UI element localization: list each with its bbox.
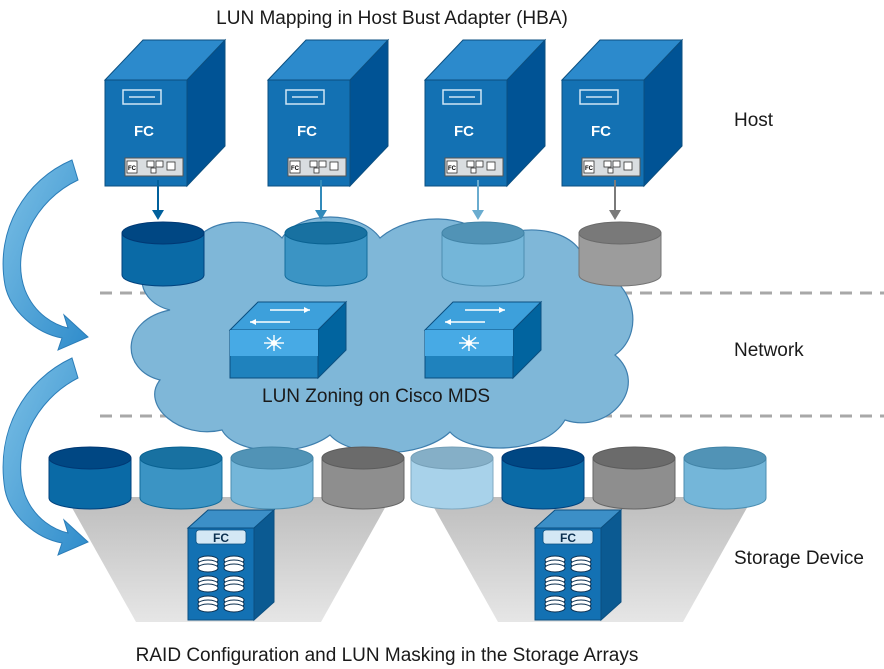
cabinet-disk-platter (197, 563, 219, 573)
hba-chip (470, 167, 477, 174)
hba-chip (150, 167, 157, 174)
cabinet-disk-platter (570, 583, 592, 593)
hba-card-label: FC (448, 166, 457, 172)
hba-chip (329, 161, 339, 171)
mapping-arrowhead (315, 210, 327, 220)
hba-chip (475, 160, 484, 168)
host-lun-disk (441, 221, 525, 287)
mapping-arrowhead (152, 210, 164, 220)
array-disk (321, 446, 405, 510)
array-disk (230, 446, 314, 510)
mapping-arrowhead (609, 210, 621, 220)
mapping-arrowhead (472, 210, 484, 220)
cabinet-disk-platter (544, 583, 566, 593)
flow-arrow-network-to-storage (2, 357, 89, 556)
hba-chip (486, 161, 496, 171)
cabinet-label-plate (195, 529, 247, 545)
storage-cabinet: FC (186, 508, 276, 622)
host-server: FC FC (266, 38, 390, 220)
server-fc-label: FC (454, 123, 474, 140)
flow-arrow-host-to-network (2, 159, 89, 351)
cabinet-disk-platter (223, 583, 245, 593)
hba-chip (309, 160, 318, 168)
switch-emblem-center (466, 340, 472, 346)
cabinet-disk-platter (544, 563, 566, 573)
hba-chip (166, 161, 176, 171)
cabinet-label-plate (542, 529, 594, 545)
host-lun-disk (578, 221, 662, 287)
drive-bay (442, 89, 482, 105)
hba-port (583, 160, 595, 174)
network-cloud (130, 216, 634, 454)
array-disk (48, 446, 132, 510)
drive-bay (579, 89, 619, 105)
hba-port (289, 160, 301, 174)
layer-label-storage: Storage Device (734, 548, 864, 569)
hba-card-label: FC (585, 166, 594, 172)
server-fc-label: FC (134, 123, 154, 140)
drive-bay (122, 89, 162, 105)
array-disk (139, 446, 223, 510)
traffic-arrowhead (304, 307, 310, 313)
hba-card-label: FC (128, 166, 137, 172)
network-caption: LUN Zoning on Cisco MDS (262, 386, 491, 407)
host-server: FC FC (560, 38, 684, 220)
cabinet-disk-platter (570, 603, 592, 613)
traffic-arrowhead (445, 319, 451, 325)
storage-cabinet: FC (533, 508, 623, 622)
server-fc-label: FC (297, 123, 317, 140)
host-lun-disk (284, 221, 368, 287)
cabinet-disk-platter (223, 563, 245, 573)
hba-port (446, 160, 458, 174)
cabinet-disk-platter (544, 603, 566, 613)
hba-port (126, 160, 138, 174)
cabinet-side (600, 508, 622, 622)
host-lun-disk (121, 221, 205, 287)
array-disk (410, 446, 494, 510)
layer-label-network: Network (734, 340, 804, 361)
hba-chip (623, 161, 633, 171)
server-fc-label: FC (591, 123, 611, 140)
cabinet-disk-platter (570, 563, 592, 573)
host-server: FC FC (423, 38, 547, 220)
hba-chip (466, 160, 475, 168)
hba-chip (318, 160, 327, 168)
mds-switch (423, 300, 543, 380)
hba-card-label: FC (291, 166, 300, 172)
array-disk (683, 446, 767, 510)
cabinet-fc-label: FC (213, 531, 229, 545)
cabinet-side (253, 508, 275, 622)
drive-bay (285, 89, 325, 105)
diagram-title: LUN Mapping in Host Bust Adapter (HBA) (216, 8, 568, 29)
array-disk (501, 446, 585, 510)
hba-chip (603, 160, 612, 168)
hba-chip (146, 160, 155, 168)
array-disk (592, 446, 676, 510)
traffic-arrowhead (499, 307, 505, 313)
hba-chip (313, 167, 320, 174)
traffic-arrowhead (250, 319, 256, 325)
cabinet-disk-platter (197, 603, 219, 613)
hba-chip (612, 160, 621, 168)
cabinet-disk-platter (197, 583, 219, 593)
storage-array: FC (48, 446, 405, 622)
host-server: FC FC (103, 38, 227, 220)
cabinet-fc-label: FC (560, 531, 576, 545)
diagram-footer: RAID Configuration and LUN Masking in th… (135, 645, 639, 666)
cabinet-disk-platter (223, 603, 245, 613)
hba-chip (607, 167, 614, 174)
mds-switch (228, 300, 348, 380)
storage-array: FC (410, 446, 767, 622)
layer-label-host: Host (734, 110, 774, 131)
switch-emblem-center (271, 340, 277, 346)
hba-chip (155, 160, 164, 168)
